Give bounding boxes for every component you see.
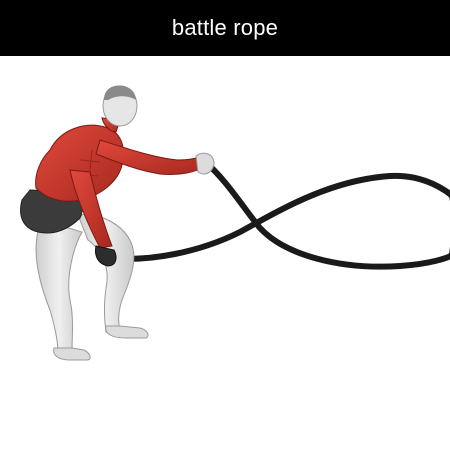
battle-rope [105,159,450,270]
front-foot [105,325,149,339]
back-hand [95,245,117,267]
rope-lower-strand [105,172,450,262]
front-hand [195,152,215,175]
hair [104,85,136,100]
rope-upper-strand [202,159,450,270]
back-leg [35,219,83,353]
exercise-title: battle rope [171,15,279,40]
title-bar: battle rope [0,0,450,56]
exercise-illustration [20,85,450,361]
back-arm [69,169,113,249]
front-leg [77,214,135,333]
back-foot [53,347,91,361]
exercise-figure [20,85,215,361]
